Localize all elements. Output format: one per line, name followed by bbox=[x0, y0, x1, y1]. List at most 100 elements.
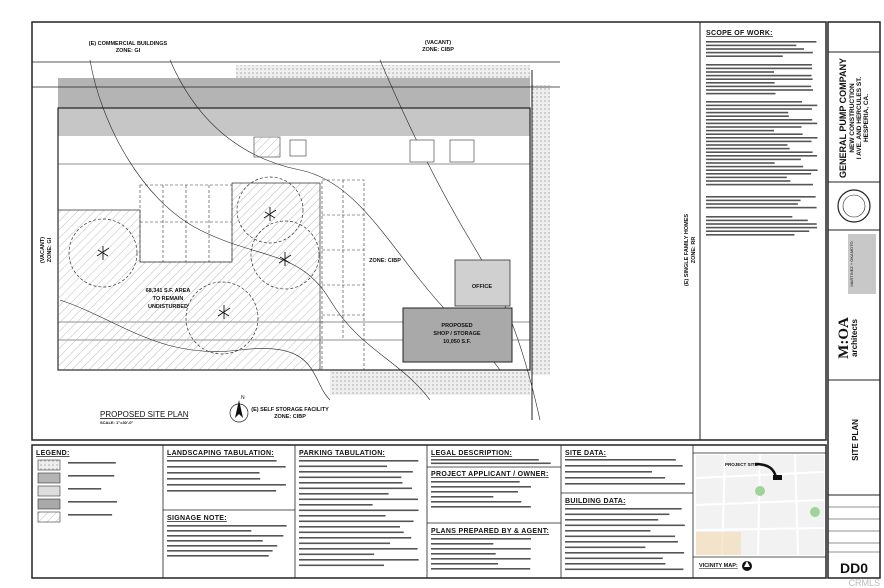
illegible-text-line bbox=[706, 137, 818, 139]
illegible-text-line bbox=[706, 89, 813, 91]
site-plan: OFFICE PROPOSED SHOP / STORAGE 10,050 S.… bbox=[32, 40, 697, 425]
illegible-text-line bbox=[706, 67, 813, 70]
project-site-marker bbox=[773, 475, 782, 480]
illegible-text-line bbox=[68, 514, 113, 516]
north-east-neighbor: (VACANT) bbox=[425, 40, 451, 46]
illegible-text-line bbox=[706, 51, 813, 54]
drawing-frame bbox=[31, 21, 827, 441]
illegible-text-line bbox=[706, 180, 791, 182]
illegible-text-line bbox=[299, 526, 400, 528]
project-address: I AVE. AND HERCULES ST. bbox=[856, 77, 863, 160]
title-block: GENERAL PUMP COMPANY NEW CONSTRUCTION I … bbox=[828, 51, 880, 576]
parking-title: PARKING TABULATION: bbox=[299, 450, 385, 457]
applicant-title: PROJECT APPLICANT / OWNER: bbox=[431, 471, 549, 478]
north-east-zone: ZONE: CIBP bbox=[422, 47, 454, 53]
illegible-text-line bbox=[431, 538, 531, 540]
vicinity-map: PROJECT SITE bbox=[695, 454, 825, 556]
illegible-text-line bbox=[706, 219, 808, 222]
illegible-text-line bbox=[706, 104, 818, 107]
illegible-text-line bbox=[167, 545, 278, 547]
illegible-text-line bbox=[706, 144, 788, 146]
illegible-text-line bbox=[706, 196, 816, 198]
illegible-text-line bbox=[167, 490, 277, 492]
sheet-number: DD0 bbox=[840, 560, 868, 576]
north-structures bbox=[253, 136, 475, 163]
illegible-text-line bbox=[706, 44, 797, 47]
illegible-text-line bbox=[299, 531, 404, 534]
illegible-text-line bbox=[706, 183, 813, 186]
illegible-text-line bbox=[565, 513, 670, 516]
north-west-zone: ZONE: GI bbox=[116, 48, 141, 54]
illegible-text-line bbox=[706, 101, 803, 103]
illegible-text-line bbox=[167, 525, 287, 527]
panel-dividers bbox=[162, 445, 826, 578]
illegible-text-line bbox=[706, 206, 817, 209]
west-zone: ZONE: GI bbox=[47, 237, 53, 262]
illegible-text-line bbox=[167, 530, 252, 532]
illegible-text-line bbox=[706, 119, 813, 121]
illegible-text-line bbox=[706, 162, 775, 164]
undisturbed-label-3: UNDISTURBED bbox=[148, 304, 188, 310]
illegible-text-line bbox=[299, 520, 414, 523]
illegible-text-line bbox=[706, 234, 795, 236]
illegible-text-line bbox=[706, 147, 790, 150]
site-data-title: SITE DATA: bbox=[565, 450, 606, 457]
illegible-text-line bbox=[706, 173, 812, 175]
illegible-text-line bbox=[299, 460, 419, 462]
tree-canopies bbox=[68, 176, 320, 355]
legend-swatches bbox=[37, 459, 61, 523]
illegible-text-line bbox=[299, 553, 375, 556]
illegible-text-line bbox=[431, 481, 520, 483]
illegible-text-line bbox=[299, 476, 402, 479]
tree-icons bbox=[96, 207, 292, 319]
illegible-text-line bbox=[706, 78, 813, 80]
east-landscape-strip bbox=[530, 85, 550, 375]
architect-logo-sub: architects bbox=[850, 319, 859, 357]
illegible-text-line bbox=[706, 126, 802, 128]
illegible-text-line bbox=[565, 483, 685, 485]
illegible-text-line bbox=[706, 203, 798, 205]
landscaping-title: LANDSCAPING TABULATION: bbox=[167, 450, 274, 457]
illegible-text-line bbox=[565, 530, 651, 532]
illegible-text-line bbox=[706, 176, 787, 179]
illegible-text-line bbox=[167, 550, 273, 552]
illegible-text-line bbox=[706, 158, 801, 161]
illegible-text-line bbox=[299, 471, 413, 473]
illegible-text-line bbox=[706, 82, 775, 84]
south-landscape-strip bbox=[330, 370, 530, 395]
street-asphalt bbox=[58, 78, 530, 108]
illegible-text-line bbox=[431, 462, 551, 465]
illegible-text-line bbox=[167, 535, 284, 537]
illegible-text-line bbox=[706, 111, 789, 114]
illegible-text-line bbox=[706, 223, 817, 225]
svg-text:N: N bbox=[241, 395, 245, 401]
company-name: GENERAL PUMP COMPANY bbox=[838, 58, 848, 178]
undisturbed-area bbox=[57, 182, 321, 371]
site-plan-title: PROPOSED SITE PLAN bbox=[100, 410, 189, 419]
seal-icon bbox=[837, 189, 871, 223]
illegible-text-line bbox=[431, 486, 531, 488]
illegible-text-line bbox=[431, 459, 539, 461]
east-neighbor: (E) SINGLE FAMILY HOMES bbox=[684, 214, 690, 286]
illegible-text-line bbox=[167, 484, 286, 486]
prepared-by-title: PLANS PREPARED BY & AGENT: bbox=[431, 528, 549, 535]
undisturbed-label-1: 68,341 S.F. AREA bbox=[146, 288, 191, 294]
illegible-text-line bbox=[431, 491, 518, 493]
undisturbed-label-2: TO REMAIN bbox=[153, 296, 184, 302]
illegible-text-line bbox=[299, 564, 384, 567]
illegible-text-line bbox=[565, 524, 685, 527]
illegible-text-line bbox=[706, 41, 817, 43]
north-arrow-icon: N bbox=[229, 395, 249, 423]
illegible-text-line bbox=[565, 465, 683, 467]
illegible-text-line bbox=[565, 557, 663, 560]
shop-storage-building bbox=[402, 307, 513, 363]
illegible-text-line bbox=[299, 482, 403, 484]
illegible-text-line bbox=[431, 501, 522, 503]
illegible-text-line bbox=[706, 199, 801, 202]
illegible-text-line bbox=[565, 546, 646, 549]
vicinity-north-icon bbox=[742, 561, 752, 571]
illegible-text-line bbox=[706, 133, 803, 135]
illegible-text-line bbox=[431, 568, 531, 570]
project-site-label: PROJECT SITE bbox=[725, 462, 758, 467]
illegible-text-line bbox=[565, 568, 684, 571]
